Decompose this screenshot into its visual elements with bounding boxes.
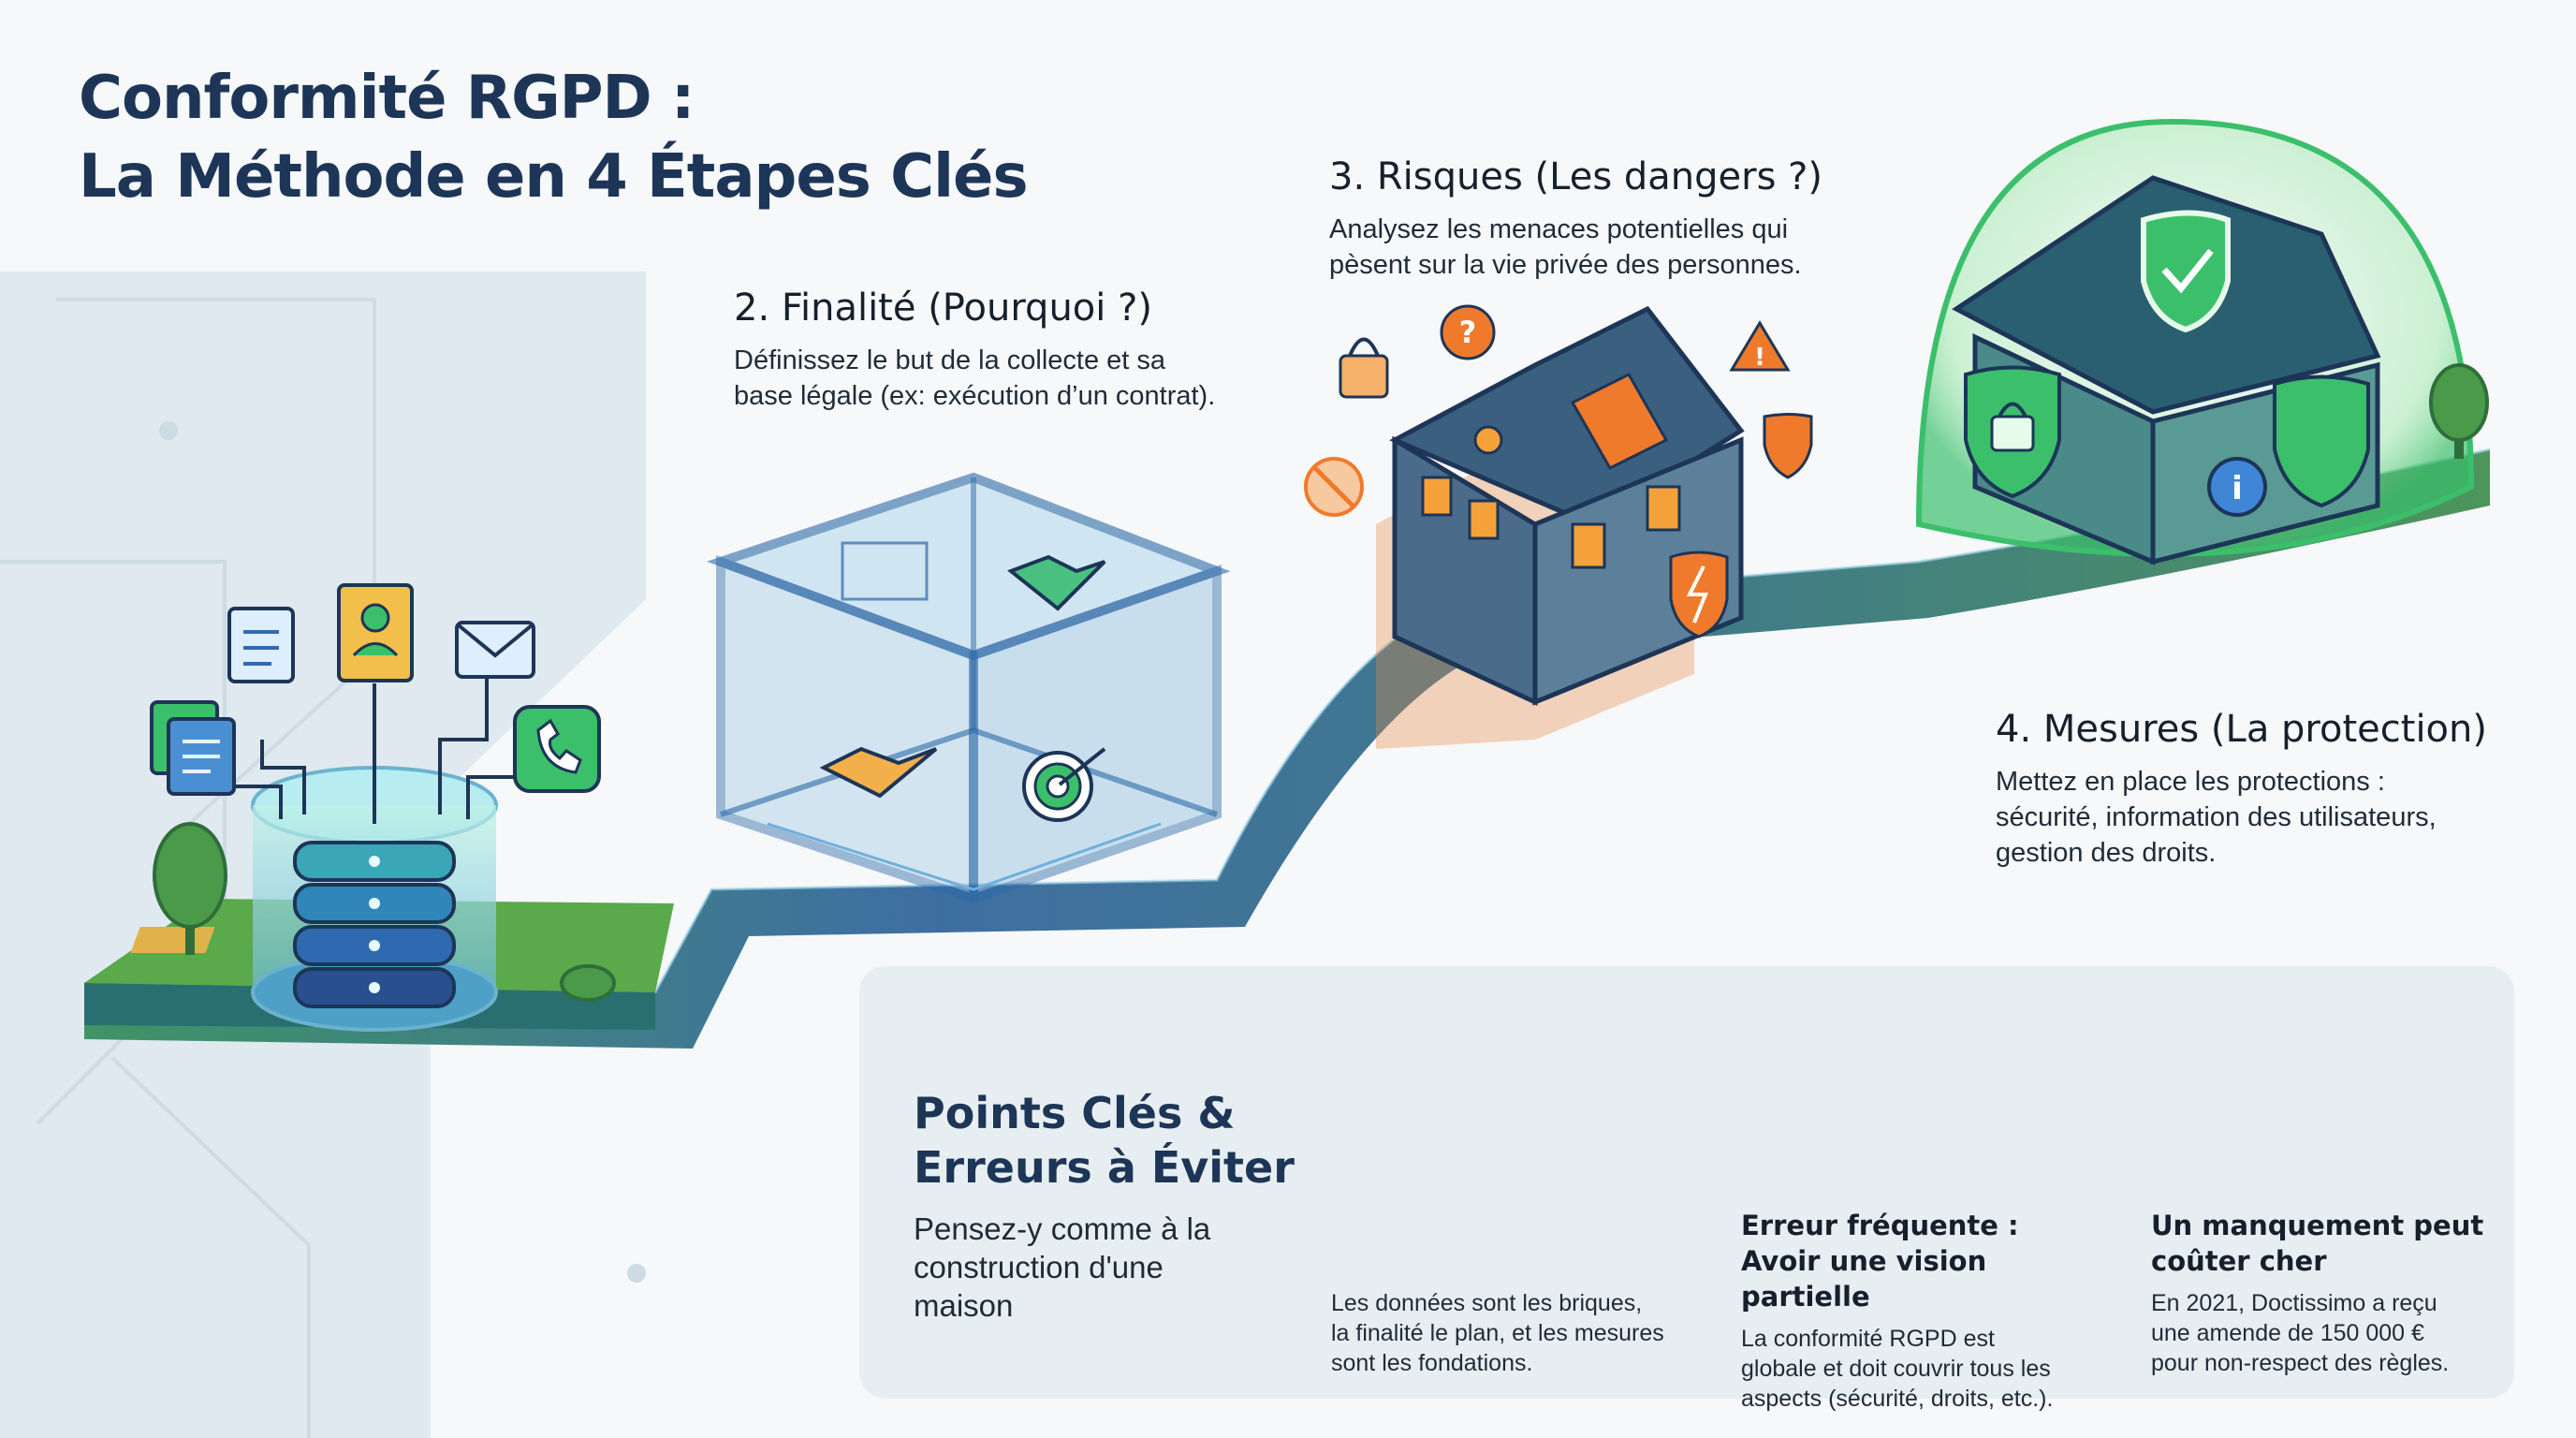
step-4-description: Mettez en place les protections : sécuri… [1996, 767, 2437, 868]
key-point-card-construction: Les données sont les briques, la finalit… [1331, 1288, 1668, 1378]
key-point-card-fine: Un manquement peut coûter cher En 2021, … [2151, 1208, 2488, 1378]
page-title-line1: Conformité RGPD : [79, 64, 695, 133]
step-3-title: 3. Risques (Les dangers ?) [1329, 155, 1822, 198]
card-fine-title: Un manquement peut coûter cher [2151, 1210, 2484, 1277]
step-2-description: Définissez le but de la collecte et sa b… [734, 345, 1216, 411]
card-partial-vision-text: La conformité RGPD est globale et doit c… [1741, 1326, 2054, 1412]
key-points-panel [859, 966, 2514, 1399]
card-fine-text: En 2021, Doctissimo a reçu une amende de… [2151, 1290, 2450, 1376]
card-partial-vision-title: Erreur fréquente : Avoir une vision part… [1741, 1210, 2019, 1313]
page-title-line2: La Méthode en 4 Étapes Clés [79, 142, 1029, 212]
risk-house: ? ! [1304, 304, 1813, 749]
step-3-description: Analysez les menaces potentielles qui pè… [1329, 214, 1802, 280]
step-3-label: 3. Risques (Les dangers ?) Analysez les … [1329, 155, 1822, 283]
data-collection-platform [84, 583, 674, 1032]
key-points-heading: Points Clés & Erreurs à Éviter [914, 1088, 1295, 1193]
step-4-title: 4. Mesures (La protection) [1996, 708, 2487, 751]
key-point-card-partial-vision: Erreur fréquente : Avoir une vision part… [1741, 1208, 2078, 1414]
svg-text:?: ? [1459, 315, 1477, 350]
step-4-label: 4. Mesures (La protection) Mettez en pla… [1996, 708, 2487, 871]
svg-text:i: i [2232, 470, 2243, 507]
step-2-title: 2. Finalité (Pourquoi ?) [734, 286, 1152, 330]
svg-text:!: ! [1754, 344, 1765, 372]
protected-house-dome: i [1915, 118, 2489, 565]
step-2-label: 2. Finalité (Pourquoi ?) Définissez le b… [734, 286, 1215, 414]
card-construction-text: Les données sont les briques, la finalit… [1331, 1290, 1664, 1376]
purpose-glass-cube [706, 472, 1231, 906]
key-points-subtitle: Pensez-y comme à la construction d'une m… [914, 1211, 1211, 1323]
